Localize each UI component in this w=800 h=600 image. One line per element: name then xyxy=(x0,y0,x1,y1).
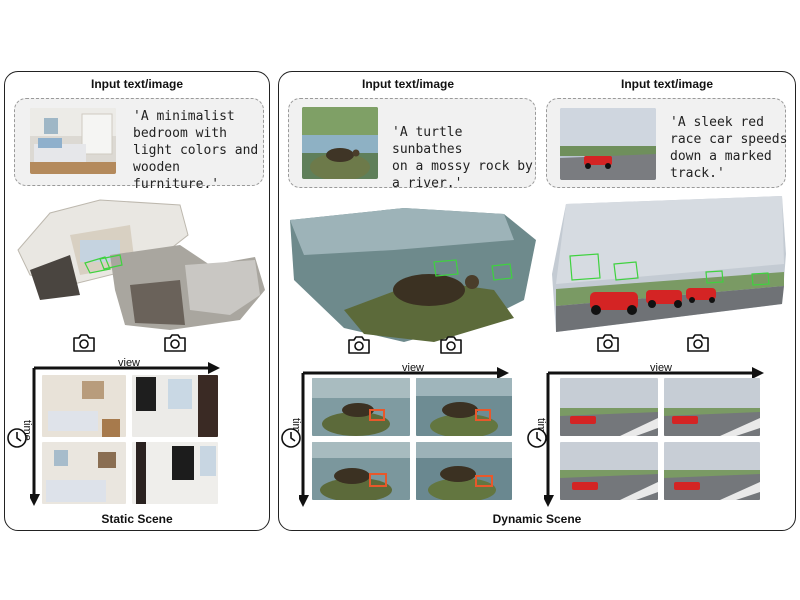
car-frame-t1-v2 xyxy=(664,378,760,436)
camera-icon xyxy=(596,333,620,353)
car-input-image xyxy=(560,108,656,180)
static-view-label: view xyxy=(118,357,141,369)
car-frame-t1-v1 xyxy=(560,378,658,436)
dynamic-scene-caption: Dynamic Scene xyxy=(492,512,582,526)
turtle-frame-t2-v2 xyxy=(416,442,512,500)
turtle-prompt-text: 'A turtle sunbathes on a mossy rock by a… xyxy=(392,125,533,191)
static-frame-t1-v2 xyxy=(132,375,218,437)
static-frame-t2-v2 xyxy=(132,442,218,504)
static-frame-t2-v1 xyxy=(42,442,126,504)
static-input-header: Input text/image xyxy=(90,77,183,91)
turtle-input-image xyxy=(302,107,378,179)
clock-icon xyxy=(6,427,28,449)
camera-icon xyxy=(163,333,187,353)
car-input-header: Input text/image xyxy=(620,77,713,91)
static-view-time-axes xyxy=(30,362,220,506)
turtle-frame-t1-v1 xyxy=(312,378,410,436)
static-scene-caption: Static Scene xyxy=(101,512,173,526)
turtle-view-time-axes xyxy=(299,367,509,507)
car-prompt-text: 'A sleek red race car speeds down a mark… xyxy=(670,115,788,181)
car-view-time-axes xyxy=(544,367,764,507)
bedroom-3d-reconstruction xyxy=(10,195,266,335)
turtle-frame-t2-v1 xyxy=(312,442,410,500)
camera-icon xyxy=(439,335,463,355)
clock-icon xyxy=(280,427,302,449)
static-prompt-text: 'A minimalist bedroom with light colors … xyxy=(133,109,259,192)
camera-icon xyxy=(72,333,96,353)
camera-icon xyxy=(347,335,371,355)
car-frame-t2-v2 xyxy=(664,442,760,500)
turtle-4d-reconstruction xyxy=(284,200,546,345)
turtle-view-label: view xyxy=(402,362,425,374)
car-frame-t2-v1 xyxy=(560,442,658,500)
car-4d-reconstruction xyxy=(546,194,788,339)
clock-icon xyxy=(526,427,548,449)
camera-icon xyxy=(686,333,710,353)
car-view-label: view xyxy=(650,362,673,374)
static-frame-t1-v1 xyxy=(42,375,126,437)
turtle-input-header: Input text/image xyxy=(361,77,454,91)
bedroom-input-image xyxy=(30,108,116,174)
turtle-frame-t1-v2 xyxy=(416,378,512,436)
